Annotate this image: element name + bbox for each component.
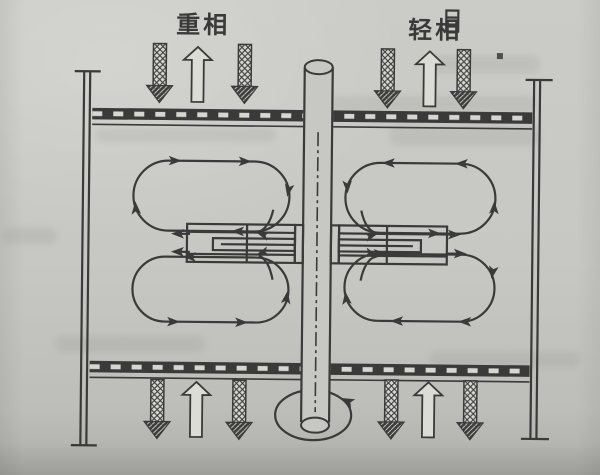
left-impeller: [185, 222, 305, 265]
heavy-phase-down-arrow-icon: [373, 48, 402, 109]
heavy-phase-down-arrow-icon: [377, 379, 406, 440]
top-perforated-plate: [92, 107, 533, 130]
light-phase-up-arrow-icon: [414, 50, 445, 108]
impeller-flow-arrows-left: [170, 209, 275, 280]
phase-arrows-bottom-left: [143, 378, 254, 441]
heavy-phase-down-arrow-icon: [145, 42, 174, 104]
heavy-phase-arrows-top-right: [373, 48, 478, 110]
light-phase-up-arrow-icon: [181, 380, 212, 438]
heavy-phase-down-arrow-icon: [225, 379, 254, 441]
page-edge-print-artifact: [445, 9, 503, 60]
bottom-perforated-plate: [89, 360, 530, 383]
heavy-phase-down-arrow-icon: [230, 43, 259, 105]
heavy-phase-down-arrow-icon: [143, 378, 172, 440]
circulation-loop-lower-left: [131, 251, 293, 328]
agitator-shaft: [299, 59, 334, 434]
heavy-phase-arrows-top-left: [145, 42, 259, 105]
light-phase-up-arrow-icon: [413, 381, 444, 439]
impeller-flow-arrows-right: [359, 210, 467, 281]
heavy-phase-down-arrow-icon: [449, 48, 478, 110]
right-impeller: [329, 224, 449, 266]
heavy-phase-down-arrow-icon: [456, 379, 485, 441]
vessel-right-wall: [520, 78, 553, 441]
vessel-left-wall: [70, 70, 101, 447]
phase-arrows-bottom-right: [377, 379, 485, 441]
light-phase-up-arrow-icon: [182, 45, 213, 103]
circulation-loop-lower-right: [340, 248, 499, 327]
